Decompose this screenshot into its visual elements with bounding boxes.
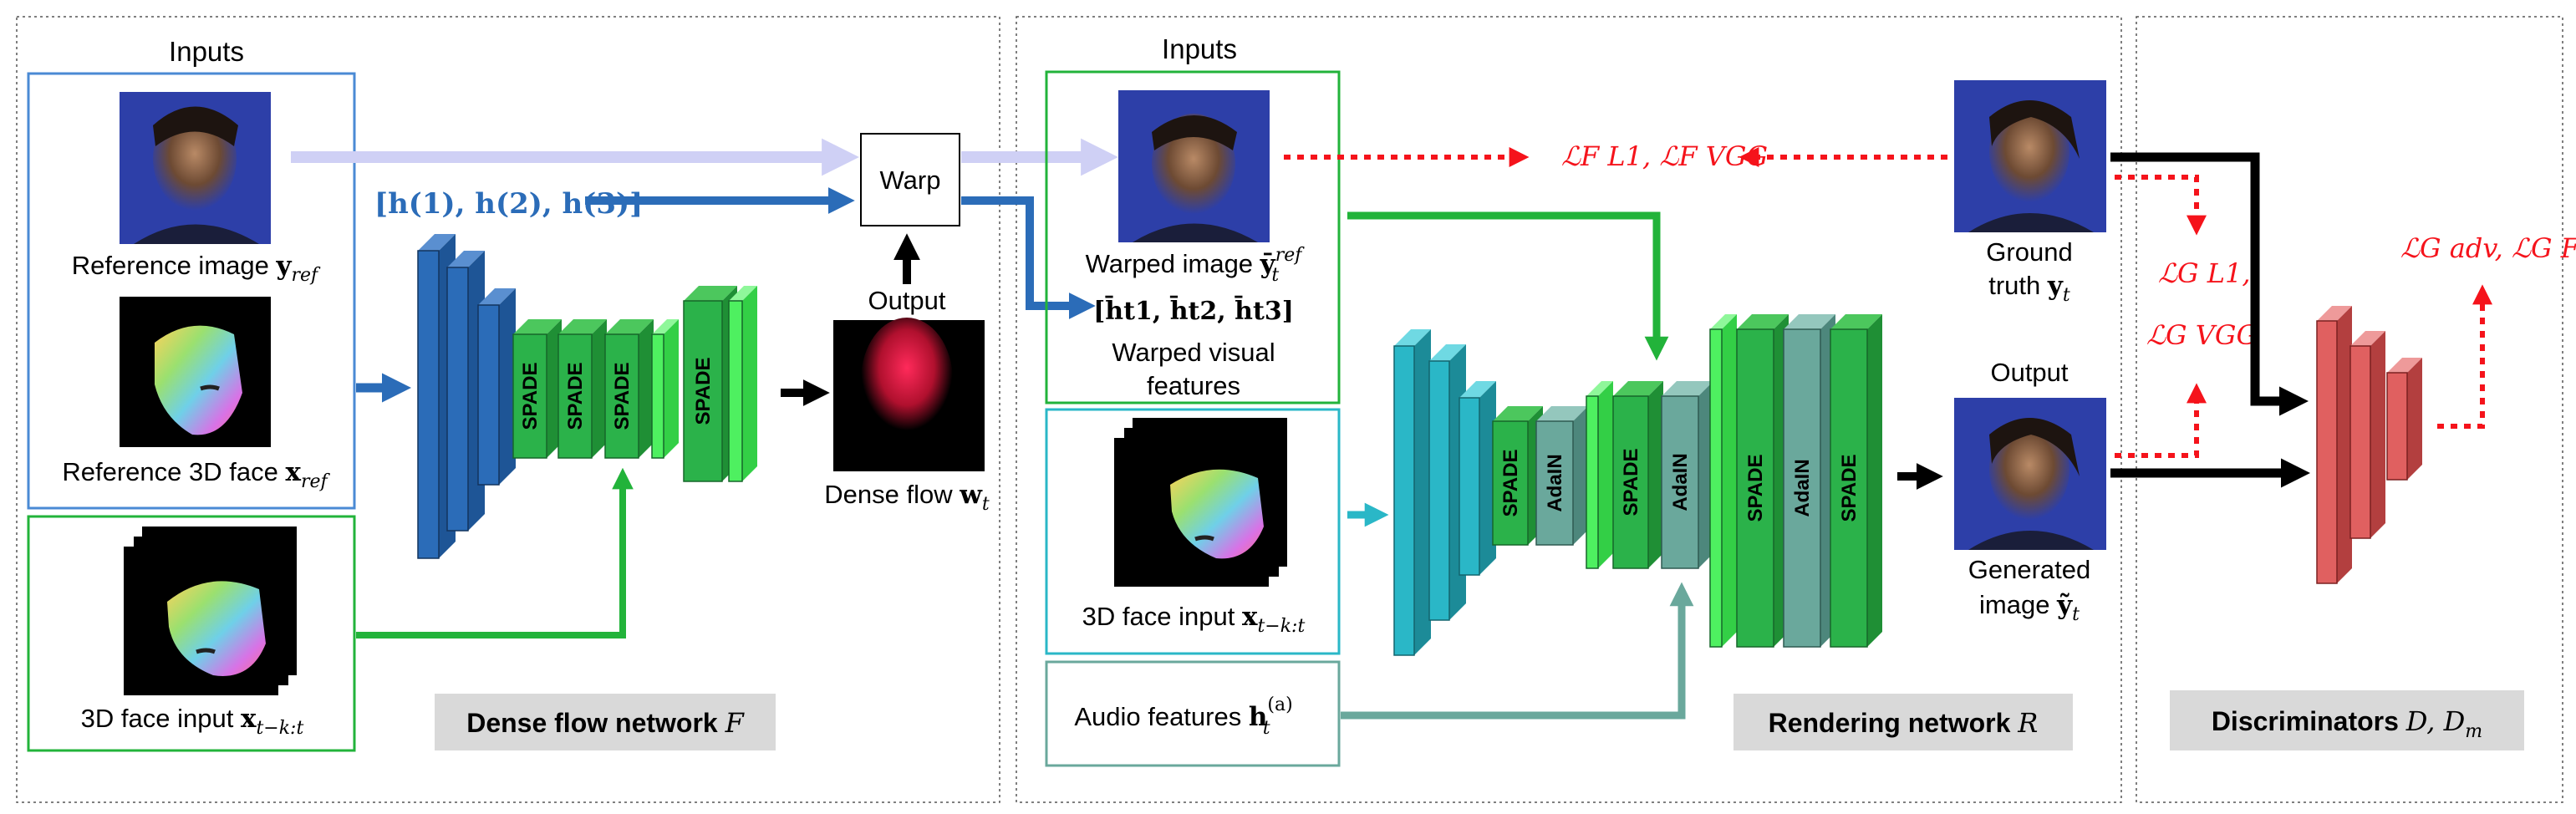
mid-face-input-stack bbox=[1114, 418, 1287, 587]
warp-box bbox=[860, 133, 960, 226]
warped-image bbox=[1118, 90, 1270, 242]
hidden-features-label: [h(1), h(2), h(3)] bbox=[374, 187, 643, 221]
reference-image bbox=[120, 92, 271, 244]
section-discriminators bbox=[2136, 16, 2563, 803]
render-encoder bbox=[1393, 329, 1496, 656]
render-network-title-bg bbox=[1733, 694, 2073, 750]
warped-features-label-1: Warped visual bbox=[1112, 338, 1275, 367]
flow-spade-label-3: SPADE bbox=[611, 363, 634, 430]
warped-features-label-2: features bbox=[1147, 371, 1240, 400]
mid-face-input-box bbox=[1045, 408, 1341, 655]
mid-inputs-title: Inputs bbox=[1162, 33, 1237, 64]
flow-spade-label-1: SPADE bbox=[519, 363, 542, 430]
render-block-label-5: SPADE bbox=[1744, 455, 1767, 522]
flow-decoder bbox=[512, 286, 757, 482]
flow-encoder bbox=[417, 234, 516, 559]
section-rendering bbox=[1016, 16, 2122, 803]
loss-flow-label: ℒF L1, ℒF VGG bbox=[1561, 140, 1768, 172]
ground-truth-image bbox=[1954, 80, 2106, 232]
arrow-gen-to-lossg bbox=[2115, 383, 2207, 458]
section-dense-flow bbox=[16, 16, 1000, 803]
arrow-gt-to-lossg bbox=[2115, 175, 2207, 236]
reference-inputs-box bbox=[27, 72, 356, 510]
arrow-faceinput-to-spade bbox=[356, 467, 634, 638]
render-block-label-1: SPADE bbox=[1499, 450, 1522, 517]
disc-title: Discriminators D, Dm bbox=[2212, 705, 2482, 742]
warp-label: Warp bbox=[880, 165, 941, 195]
flow-network-title-bg bbox=[435, 694, 776, 750]
face-input-stack bbox=[124, 527, 297, 695]
flow-output-label: Output bbox=[868, 286, 945, 315]
flow-network-title: Dense flow network F bbox=[466, 707, 745, 739]
dense-flow-image bbox=[833, 318, 985, 471]
discriminator bbox=[2316, 306, 2422, 584]
disc-title-bg bbox=[2170, 690, 2524, 750]
loss-gen-label-2: ℒG VGG bbox=[2146, 319, 2258, 351]
render-block-label-7: SPADE bbox=[1838, 455, 1861, 522]
face-input-box bbox=[27, 515, 356, 752]
arrow-warped-to-render bbox=[1347, 211, 1669, 361]
render-block-label-2: AdaIN bbox=[1544, 454, 1566, 511]
audio-features-caption: Audio features h(a)t bbox=[1074, 694, 1292, 739]
render-network-title: Rendering network R bbox=[1769, 707, 2039, 739]
render-block-label-3: SPADE bbox=[1620, 449, 1642, 516]
render-decoder bbox=[1492, 314, 1882, 648]
dense-flow-caption: Dense flow wt bbox=[824, 480, 990, 515]
warped-inputs-box bbox=[1045, 70, 1341, 404]
arrow-gt-to-disc bbox=[2110, 152, 2309, 416]
audio-features-box bbox=[1045, 660, 1341, 767]
warped-features-math: [h̄t1, h̄t2, h̄t3] bbox=[1093, 296, 1294, 326]
reference-image-caption: Reference image yref bbox=[72, 251, 321, 286]
arrow-audio-to-adain bbox=[1341, 582, 1694, 720]
render-block-label-6: AdaIN bbox=[1791, 459, 1814, 516]
ground-truth-caption-1: Ground bbox=[1986, 237, 2072, 267]
arrow-warp-to-warpedfeatures bbox=[961, 196, 1096, 320]
mid-face-input-caption: 3D face input xt−k:t bbox=[1082, 602, 1306, 637]
generated-caption-2: image ỹt bbox=[1979, 590, 2080, 625]
reference-3d-face bbox=[120, 297, 271, 447]
flow-spade-label-4: SPADE bbox=[692, 358, 715, 425]
render-output-label: Output bbox=[1990, 358, 2068, 387]
left-inputs-title: Inputs bbox=[169, 36, 244, 67]
flow-spade-label-2: SPADE bbox=[564, 363, 587, 430]
face-input-caption: 3D face input xt−k:t bbox=[81, 704, 304, 739]
generated-image bbox=[1954, 398, 2106, 550]
ground-truth-caption-2: truth yt bbox=[1988, 271, 2070, 306]
arrow-disc-to-lossadv bbox=[2437, 284, 2492, 429]
generated-caption-1: Generated bbox=[1968, 555, 2091, 584]
reference-3d-face-caption: Reference 3D face xref bbox=[62, 457, 330, 492]
loss-adv-label: ℒG adv, ℒG FM bbox=[2400, 232, 2576, 264]
render-block-label-4: AdaIN bbox=[1669, 453, 1692, 511]
loss-gen-label-1: ℒG L1, bbox=[2158, 257, 2251, 289]
